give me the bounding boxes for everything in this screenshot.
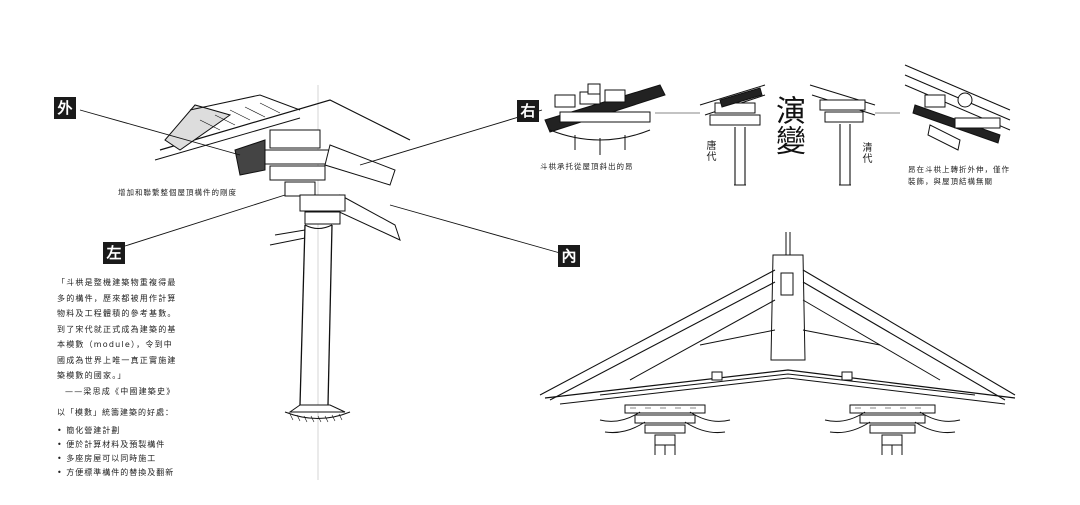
label-outer: 外 — [54, 97, 76, 119]
label-inner: 內 — [558, 245, 580, 267]
quote-block: 「斗栱是整機建築物重複得最 多的構件，歷來都被用作計算 物料及工程體積的參考基數… — [57, 275, 182, 399]
list-item: 多座房屋可以同時施工 — [57, 452, 197, 466]
ang-bracket-drawing — [544, 83, 666, 155]
label-right: 右 — [517, 100, 539, 122]
quote-line: 多的構件，歷來都被用作計算 — [57, 293, 177, 303]
quote-author: ——梁思成《中國建築史》 — [65, 386, 176, 396]
tang-bracket-drawing — [699, 84, 766, 186]
decor-ang-drawing — [904, 64, 1011, 151]
column-bracket-drawing — [154, 94, 411, 423]
quote-line: 到了宋代就正式成為建築的基 — [57, 324, 177, 334]
quote-line: 本模數（module），令到中 — [57, 340, 173, 349]
list-item: 便於計算材料及預製構件 — [57, 438, 197, 452]
benefits-block: 以「模數」統籌建築的好處： 簡化營建計劃 便於計算材料及預製構件 多座房屋可以同… — [57, 406, 197, 480]
caption-stiffness: 增加和聯繫整個屋頂構件的剛度 — [118, 188, 237, 197]
era-tang: 唐代 — [704, 140, 715, 162]
era-qing: 清代 — [860, 142, 871, 164]
caption-ang-support: 斗栱承托從屋頂斜出的昂 — [540, 162, 634, 171]
list-item: 方便標準構件的替換及翻新 — [57, 466, 197, 480]
benefits-heading: 以「模數」統籌建築的好處： — [57, 408, 174, 417]
quote-line: 國成為世界上唯一真正實施建 — [57, 355, 177, 365]
quote-line: 築模數的國家。」 — [57, 371, 127, 380]
quote-line: 物料及工程體積的參考基數。 — [57, 309, 177, 318]
list-item: 簡化營建計劃 — [57, 424, 197, 438]
quote-line: 「斗栱是整機建築物重複得最 — [57, 278, 177, 287]
evolution-title: 演變 — [770, 95, 805, 155]
roof-corner-drawing — [539, 232, 1016, 455]
label-left: 左 — [103, 242, 125, 264]
qing-bracket-drawing — [809, 84, 876, 186]
caption-ang-decor: 昂在斗栱上轉折外伸，僅作裝飾，與屋頂結構無關 — [908, 165, 1010, 186]
